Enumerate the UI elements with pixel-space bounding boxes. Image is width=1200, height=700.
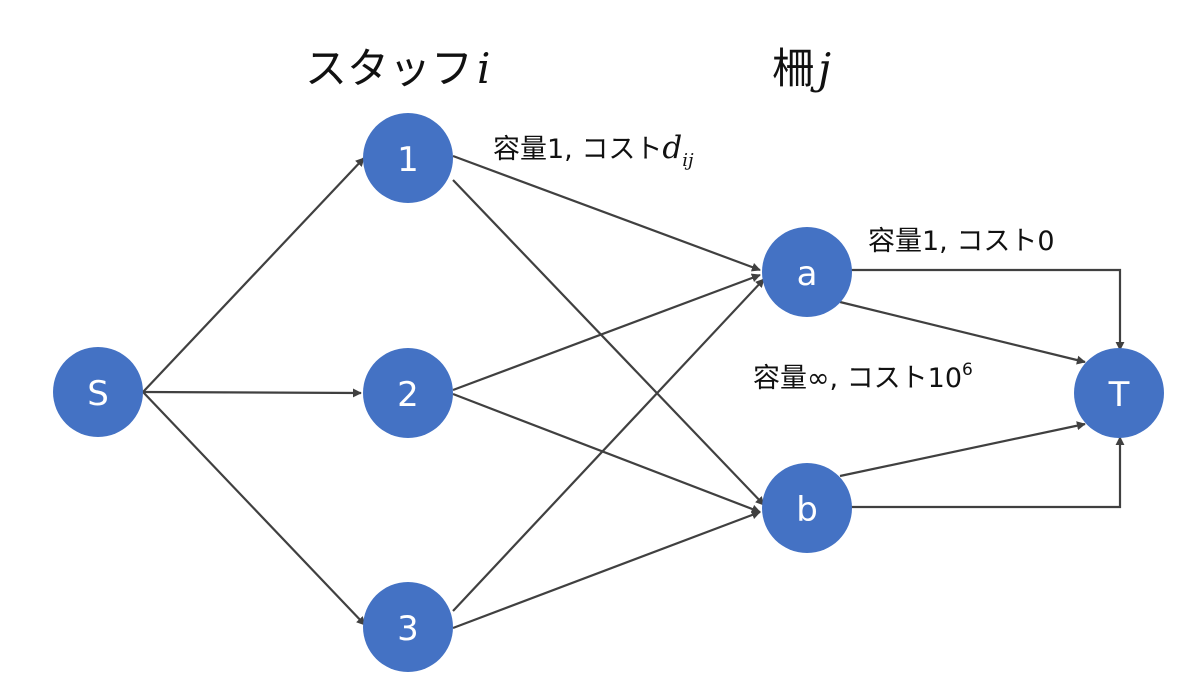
edge-s-3 (142, 391, 366, 626)
edges (142, 154, 1125, 630)
node-s-label: S (87, 374, 109, 414)
node-fence-a-label: a (797, 254, 818, 294)
node-staff-3: 3 (363, 582, 453, 672)
node-staff-2-label: 2 (397, 375, 419, 415)
node-staff-1: 1 (363, 113, 453, 203)
node-s: S (53, 347, 143, 437)
node-fence-b: b (762, 463, 852, 553)
node-t-label: T (1108, 375, 1130, 415)
edge-b-t-direct (851, 436, 1125, 509)
edge-1-a (452, 154, 761, 272)
staff-header: スタッフi (305, 44, 490, 93)
edge-s-1 (142, 157, 365, 393)
staff-fence-edge-label: 容量1, コストdij (493, 130, 694, 171)
edge-3-a (452, 278, 765, 612)
edge-3-b (452, 510, 761, 630)
edge-1-b (452, 179, 765, 506)
node-t: T (1074, 348, 1164, 438)
edge-2-b (452, 392, 761, 514)
node-staff-1-label: 1 (397, 140, 419, 180)
edge-2-a (452, 273, 761, 392)
edge-a-t-direct (851, 268, 1125, 351)
fence-sink-extra-label: 容量∞, コスト106 (753, 360, 973, 394)
fence-sink-direct-label: 容量1, コスト0 (868, 226, 1055, 257)
node-staff-2: 2 (363, 348, 453, 438)
node-staff-3-label: 3 (397, 609, 419, 649)
node-fence-a: a (762, 227, 852, 317)
edge-a-t-extra (839, 300, 1086, 365)
edge-s-2 (142, 388, 362, 398)
edge-b-t-extra (839, 421, 1086, 478)
node-fence-b-label: b (796, 490, 818, 530)
fence-header: 柵j (772, 44, 831, 93)
